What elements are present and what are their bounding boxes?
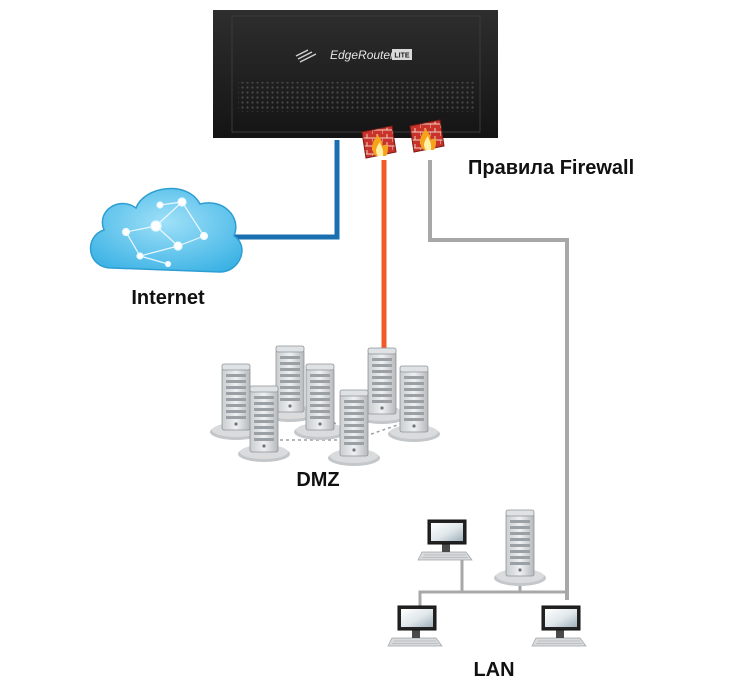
internet-label: Internet: [131, 287, 205, 309]
ubiquiti-logo-icon: [295, 49, 317, 63]
lan-bus: [418, 560, 567, 612]
dmz-label: DMZ: [296, 469, 339, 491]
firewall-label: Правила Firewall: [468, 157, 634, 179]
internet-link: [232, 140, 340, 240]
server-icon: [493, 509, 547, 587]
workstation-icon: [387, 605, 443, 647]
firewall-icon: [361, 125, 397, 159]
edgerouter-device: EdgeRouter LITE: [213, 10, 498, 138]
router-model-badge: LITE: [394, 53, 409, 60]
workstation-icon: [417, 519, 473, 561]
internet-cloud-icon: [89, 187, 243, 273]
lan-label: LAN: [473, 659, 514, 681]
lan-link: [428, 160, 569, 600]
firewall-icon: [409, 119, 445, 153]
router-brand: EdgeRouter: [330, 48, 395, 62]
workstation-icon: [531, 605, 587, 647]
